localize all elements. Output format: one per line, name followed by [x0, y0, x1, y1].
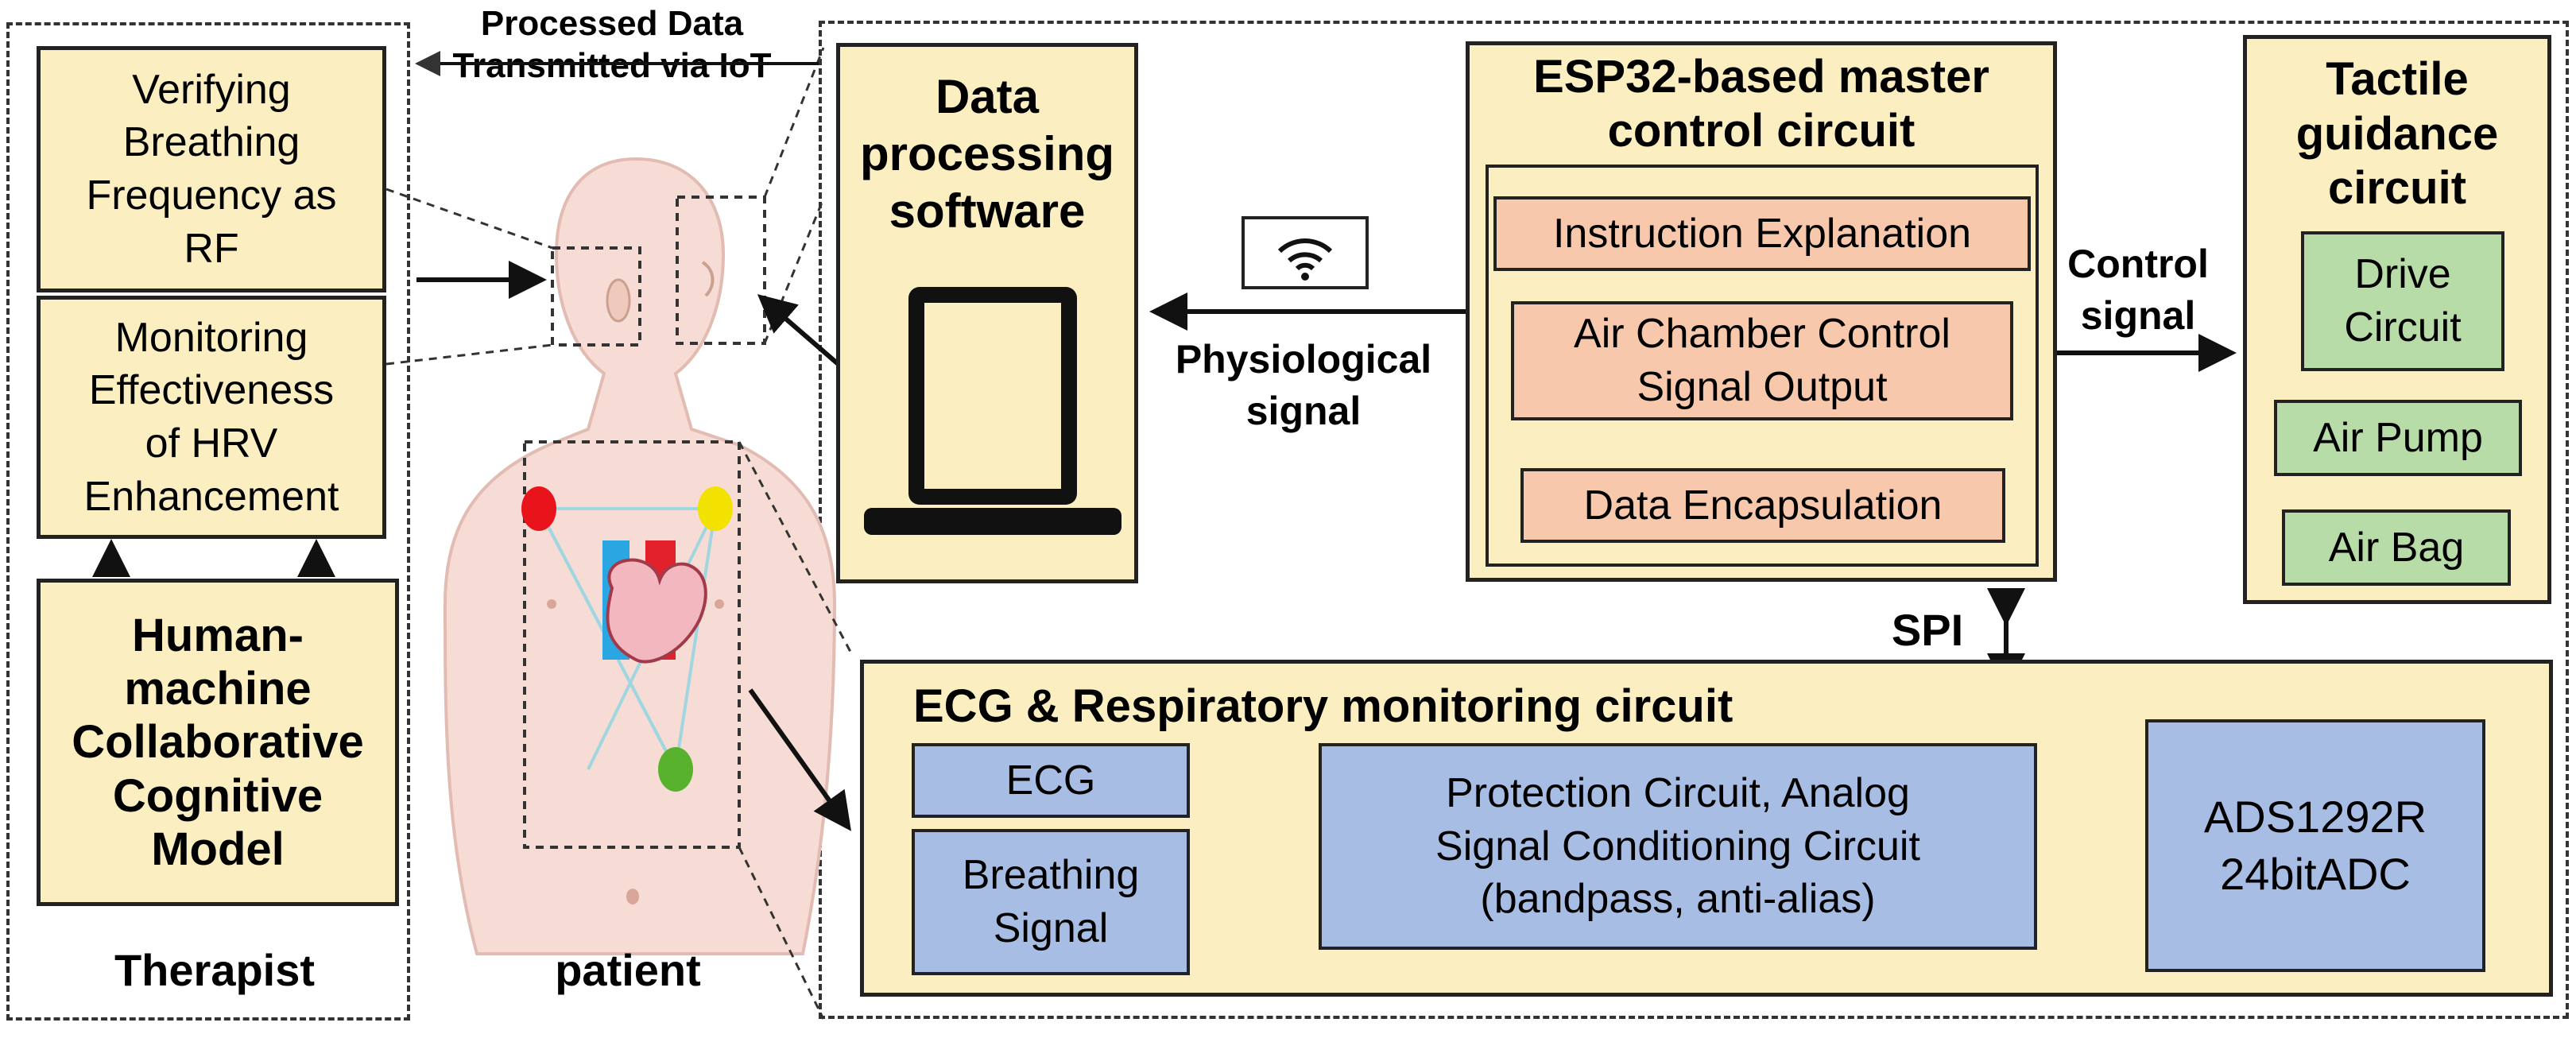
- verify-rf-box: Verifying Breathing Frequency as RF: [37, 46, 386, 292]
- hrv-monitor-line1: Monitoring: [114, 314, 308, 361]
- drive-circuit-line2: Circuit: [2344, 304, 2462, 351]
- chest-to-ecg-arrow: [748, 688, 851, 831]
- ecg-resp-title: ECG & Respiratory monitoring circuit: [913, 680, 1733, 732]
- electrode-yellow-icon: [698, 486, 733, 531]
- instruction-explanation-box: Instruction Explanation: [1493, 196, 2031, 271]
- adc-box: ADS1292R 24bitADC: [2145, 719, 2485, 972]
- physio-signal-line2: signal: [1245, 389, 1362, 433]
- adc-line1: ADS1292R: [2203, 792, 2427, 842]
- cognitive-model-line4: Cognitive: [112, 769, 323, 822]
- drive-circuit-box: Drive Circuit: [2301, 231, 2504, 371]
- ecg-input-box: ECG: [912, 743, 1190, 818]
- electrode-green-icon: [658, 747, 693, 792]
- face-focus-box: [676, 196, 766, 345]
- iot-link-label: Processed Data Transmitted via IoT: [413, 4, 811, 85]
- cognitive-model-line3: Collaborative: [72, 716, 364, 769]
- cognitive-model-line2: machine: [124, 663, 312, 715]
- software-title-line1: Data: [935, 70, 1040, 123]
- air-bag-box: Air Bag: [2282, 509, 2511, 586]
- iot-link-line1: Processed Data: [480, 4, 744, 44]
- control-signal-line1: Control: [2067, 242, 2209, 286]
- hrv-monitor-line4: Enhancement: [83, 473, 339, 520]
- chest-focus-box: [523, 440, 741, 849]
- tactile-box: Tactile guidance circuit Drive Circuit A…: [2243, 35, 2551, 604]
- esp32-title-line1: ESP32-based master: [1533, 50, 1989, 103]
- iot-link-line2: Transmitted via IoT: [452, 46, 772, 85]
- software-title-line3: software: [889, 184, 1086, 238]
- spi-label: SPI: [1891, 604, 1964, 655]
- hrv-monitor-line3: of HRV: [145, 420, 278, 467]
- tactile-title-line1: Tactile: [2326, 53, 2469, 106]
- protection-circuit-line1: Protection Circuit, Analog: [1446, 770, 1910, 817]
- verify-rf-line3: Frequency as: [86, 172, 337, 219]
- protection-circuit-box: Protection Circuit, Analog Signal Condit…: [1319, 743, 2037, 950]
- cognitive-model-box: Human- machine Collaborative Cognitive M…: [37, 579, 399, 906]
- esp32-title-line2: control circuit: [1607, 105, 1916, 157]
- data-encapsulation-box: Data Encapsulation: [1520, 468, 2005, 543]
- therapist-group: [6, 22, 410, 1021]
- adc-line2: 24bitADC: [2220, 849, 2411, 899]
- ecg-resp-circuit-box: ECG & Respiratory monitoring circuit ECG…: [860, 660, 2553, 997]
- verify-rf-line4: RF: [184, 225, 239, 272]
- wifi-icon: [1277, 238, 1333, 281]
- protection-circuit-line2: Signal Conditioning Circuit: [1435, 823, 1920, 870]
- software-box: Data processing software: [836, 43, 1138, 583]
- esp32-title: ESP32-based master control circuit: [1470, 45, 2053, 163]
- control-signal-label: Control signal: [2051, 230, 2225, 350]
- drive-circuit-line1: Drive: [2354, 251, 2451, 298]
- patient-caption: patient: [555, 944, 701, 995]
- verify-rf-line2: Breathing: [122, 119, 300, 166]
- breathing-input-box: Breathing Signal: [912, 829, 1190, 975]
- physio-signal-line1: Physiological: [1175, 337, 1432, 382]
- air-chamber-control-line1: Air Chamber Control: [1574, 311, 1950, 358]
- hrv-monitor-box: Monitoring Effectiveness of HRV Enhancem…: [37, 296, 386, 539]
- laptop-icon: [864, 287, 1121, 535]
- tactile-title-line2: guidance: [2295, 107, 2499, 160]
- tactile-title: Tactile guidance circuit: [2247, 39, 2547, 230]
- software-title-line2: processing: [859, 127, 1115, 180]
- air-pump-box: Air Pump: [2274, 400, 2522, 476]
- esp32-box: ESP32-based master control circuit Instr…: [1466, 41, 2057, 582]
- tactile-title-line3: circuit: [2327, 162, 2467, 215]
- cognitive-model-line5: Model: [151, 823, 285, 875]
- software-title: Data processing software: [840, 55, 1134, 254]
- breathing-input-line1: Breathing: [962, 852, 1140, 899]
- physio-signal-label: Physiological signal: [1145, 326, 1462, 445]
- wifi-badge: [1242, 216, 1369, 289]
- hrv-monitor-line2: Effectiveness: [88, 367, 335, 414]
- control-signal-line2: signal: [2080, 293, 2196, 338]
- electrode-red-icon: [521, 486, 556, 531]
- air-chamber-control-box: Air Chamber Control Signal Output: [1511, 301, 2013, 420]
- ear-icon: [606, 278, 631, 323]
- ear-focus-box: [551, 246, 641, 347]
- verify-rf-line1: Verifying: [132, 66, 291, 113]
- heart-icon: [602, 540, 707, 664]
- air-chamber-control-line2: Signal Output: [1637, 364, 1888, 410]
- system-group: [819, 21, 2569, 1019]
- patient-body: [443, 157, 837, 955]
- breathing-input-line2: Signal: [993, 905, 1109, 951]
- therapist-caption: Therapist: [114, 944, 316, 995]
- esp32-inner-frame: [1486, 165, 2039, 567]
- protection-circuit-line3: (bandpass, anti-alias): [1480, 876, 1876, 923]
- cognitive-model-line1: Human-: [132, 609, 304, 661]
